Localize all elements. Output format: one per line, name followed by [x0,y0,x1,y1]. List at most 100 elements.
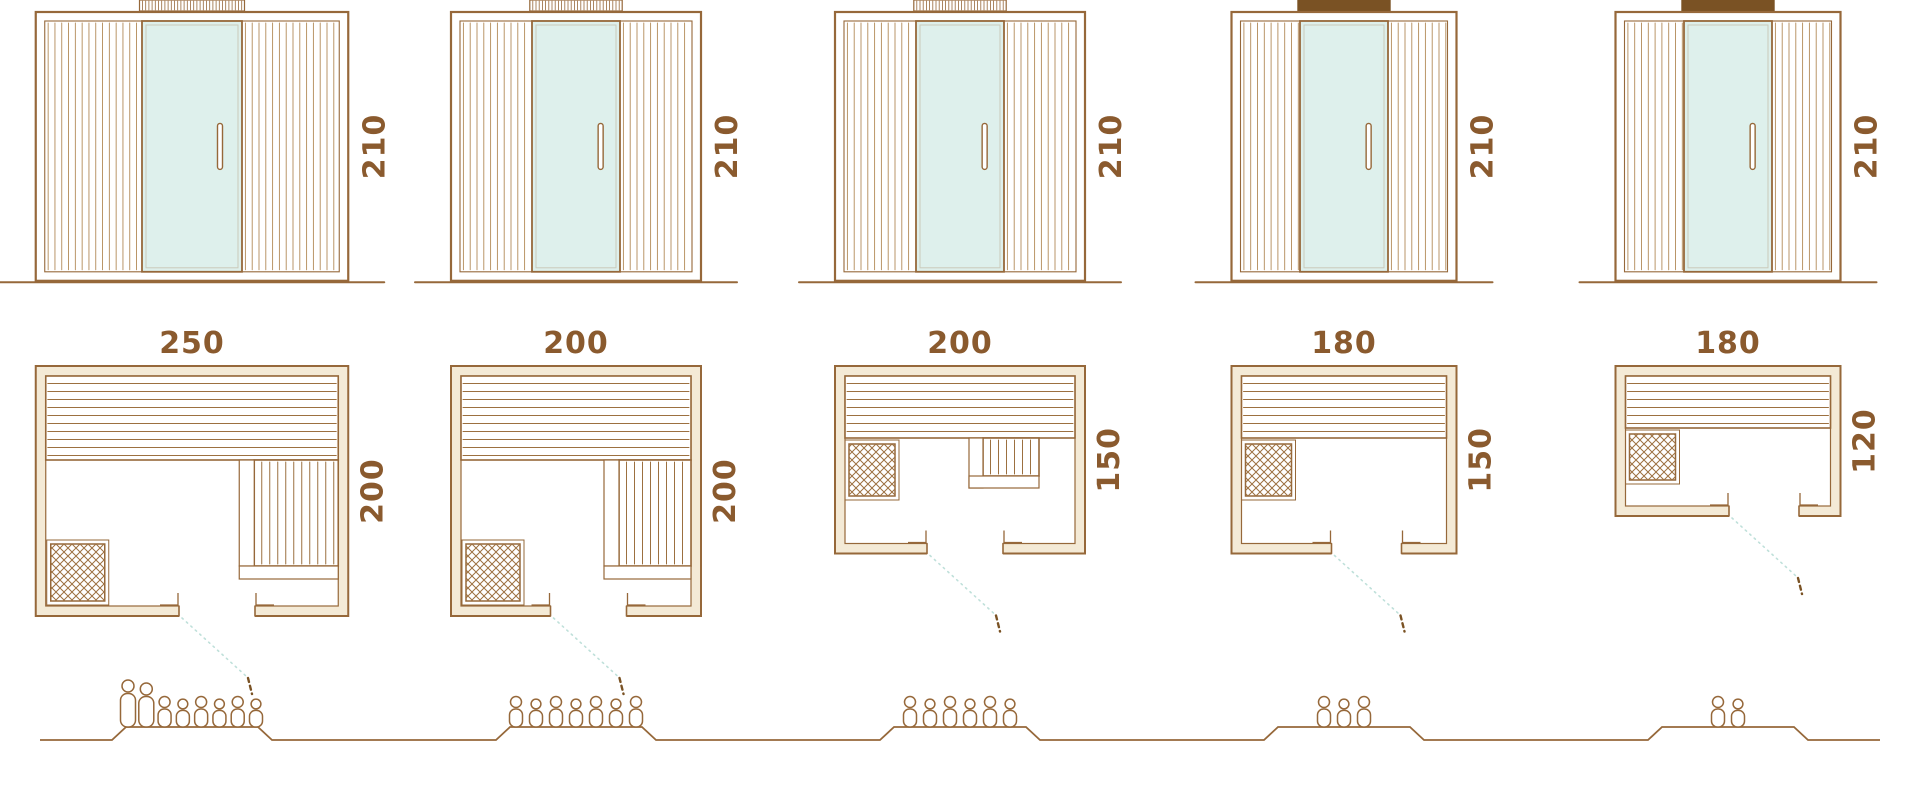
door-swing [929,554,995,615]
width-label: 180 [1311,326,1377,361]
front-elevation: 210 [1578,0,1885,284]
glass-door [531,20,621,273]
person-body [902,708,918,728]
person-body [962,709,978,728]
person-body [157,708,172,728]
door-opening [1331,542,1402,555]
person-head [194,695,208,709]
door-handle [597,122,604,171]
capacity-group-1 [119,679,264,728]
bench-foot [603,565,692,580]
person-body [922,709,938,728]
vent-strip [913,0,1007,12]
door-leaf-mark [618,676,625,696]
person-body [1336,709,1352,728]
person-head [903,695,917,709]
bench-foot [968,475,1040,489]
person-body [1316,708,1332,728]
heater-outline [461,539,525,606]
person-head [1317,695,1331,709]
vent-strip [1297,0,1391,12]
person-head [549,695,563,709]
door-handle [216,122,224,171]
height-label: 210 [1466,114,1501,180]
width-label: 200 [543,326,609,361]
person-head [629,695,643,709]
depth-label: 150 [1092,427,1127,493]
person-body [528,709,544,728]
door-leaf-mark [1796,576,1804,596]
floor-plan: 200 200 [450,326,743,696]
door-handle [1749,122,1756,171]
height-label: 210 [1850,114,1885,180]
person-body [588,708,604,728]
door-leaf-mark [994,614,1002,633]
heater-icon [50,544,105,601]
person-head [509,695,523,709]
person-body [138,695,155,728]
bench-step [603,459,620,567]
depth-label: 200 [708,458,743,524]
door-swing [1333,554,1400,615]
person-body [193,708,209,728]
person-head [231,695,244,709]
door-leaf-mark [246,676,254,696]
person-head [943,695,957,709]
person-body [230,708,245,728]
width-label: 250 [159,326,225,361]
heater-outline [1241,439,1296,501]
height-label: 210 [357,114,392,180]
sauna-column-5: 210 180 120 [1578,0,1885,596]
door-swing [1731,517,1797,577]
door-handle [1365,122,1372,171]
door-opening [550,604,627,618]
front-elevation: 210 [798,0,1129,284]
person-body [1730,709,1746,728]
person-body [548,708,564,728]
sauna-column-2: 210 200 200 [414,0,745,696]
capacity-row [40,679,1880,741]
door-opening [1729,504,1799,518]
heater-icon [1629,434,1676,480]
person-head [177,698,189,710]
person-head [1357,695,1371,709]
person-body [212,709,227,728]
person-head [121,679,135,693]
capacity-group-5 [1710,695,1746,728]
person-body [568,709,584,728]
heater-icon [1245,444,1292,496]
person-body [1356,708,1372,728]
height-label: 210 [710,114,745,180]
person-head [1338,698,1350,710]
glass-door [141,20,243,273]
depth-label: 200 [355,458,390,524]
door-handle [981,122,988,171]
height-label: 210 [1094,114,1129,180]
person-body [175,709,191,728]
door-opening [927,542,1003,555]
person-head [158,695,171,709]
person-head [924,698,936,710]
width-label: 180 [1695,326,1761,361]
vent-strip [529,0,623,12]
person-head [1004,698,1016,710]
person-head [983,695,997,709]
person-body [608,709,624,728]
person-body [1002,709,1018,728]
front-elevation: 210 [0,0,392,284]
person-head [1711,695,1725,709]
person-body [628,708,644,728]
person-head [570,698,582,710]
door-swing [181,617,247,677]
depth-label: 120 [1848,408,1883,474]
person-head [139,682,154,696]
sauna-column-1: 210 250 200 [0,0,392,696]
bench-foot [238,565,339,580]
heater-icon [849,444,895,496]
person-body [982,708,998,728]
door-opening [179,604,255,618]
person-head [1732,698,1744,710]
vent-strip [1681,0,1775,12]
